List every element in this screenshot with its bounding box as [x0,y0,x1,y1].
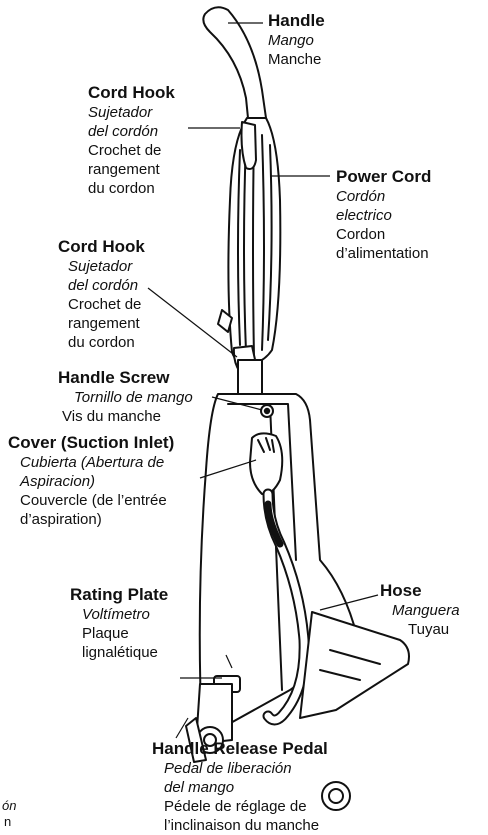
label-cord-hook-top-fr3: du cordon [88,179,175,198]
label-cord-hook-top-es2: del cordón [88,122,175,141]
label-cord-hook-low-fr1: Crochet de [58,295,145,314]
label-release-pedal-fr1: Pédele de réglage de [152,797,328,816]
label-handle-screw-es: Tornillo de mango [58,388,193,407]
label-hose: Hose Manguera Tuyau [380,580,460,639]
label-cover-es2: Aspiracion) [8,472,174,491]
label-hose-es: Manguera [380,601,460,620]
label-cord-hook-top: Cord Hook Sujetador del cordón Crochet d… [88,82,175,198]
label-power-cord-es1: Cordón [336,187,431,206]
label-handle-screw-en: Handle Screw [58,367,193,388]
label-cord-hook-low-fr3: du cordon [58,333,145,352]
label-cover: Cover (Suction Inlet) Cubierta (Abertura… [8,432,174,529]
label-rating-plate-en: Rating Plate [70,584,168,605]
label-cord-hook-top-fr1: Crochet de [88,141,175,160]
label-cord-hook-low-en: Cord Hook [58,236,145,257]
label-release-pedal: Handle Release Pedal Pedal de liberación… [152,738,328,835]
label-power-cord: Power Cord Cordón electrico Cordon d’ali… [336,166,431,263]
label-rating-plate-fr1: Plaque [70,624,168,643]
suction-inlet-cover [250,433,282,494]
label-release-pedal-es2: del mango [152,778,328,797]
label-handle-es: Mango [268,31,325,50]
label-release-pedal-es1: Pedal de liberación [152,759,328,778]
label-cord-hook-low: Cord Hook Sujetador del cordón Crochet d… [58,236,145,352]
label-rating-plate-es: Voltímetro [70,605,168,624]
label-cord-hook-top-fr2: rangement [88,160,175,179]
label-rating-plate: Rating Plate Voltímetro Plaque lignaléti… [70,584,168,662]
label-cover-fr2: d’aspiration) [8,510,174,529]
label-rating-plate-fr2: lignalétique [70,643,168,662]
label-cord-hook-low-fr2: rangement [58,314,145,333]
label-power-cord-fr2: d’alimentation [336,244,431,263]
label-hose-fr: Tuyau [380,620,460,639]
label-power-cord-fr1: Cordon [336,225,431,244]
label-handle: Handle Mango Manche [268,10,325,69]
label-cut-off-fragment: ón n [0,798,16,830]
top-cord-hook [242,122,257,169]
label-hose-en: Hose [380,580,460,601]
label-cover-fr1: Couvercle (de l’entrée [8,491,174,510]
label-cover-es1: Cubierta (Abertura de [8,453,174,472]
label-release-pedal-en: Handle Release Pedal [152,738,328,759]
label-cord-hook-top-es1: Sujetador [88,103,175,122]
label-cut-off-es: ón [0,798,16,814]
label-cord-hook-low-es2: del cordón [58,276,145,295]
label-handle-screw: Handle Screw Tornillo de mango Vis du ma… [58,367,193,426]
label-power-cord-es2: electrico [336,206,431,225]
label-cord-hook-top-en: Cord Hook [88,82,175,103]
label-cord-hook-low-es1: Sujetador [58,257,145,276]
label-cut-off-fr: n [0,814,16,830]
label-handle-screw-fr: Vis du manche [58,407,193,426]
label-release-pedal-fr2: l’inclinaison du manche [152,816,328,835]
label-handle-fr: Manche [268,50,325,69]
label-handle-en: Handle [268,10,325,31]
label-cover-en: Cover (Suction Inlet) [8,432,174,453]
label-power-cord-en: Power Cord [336,166,431,187]
